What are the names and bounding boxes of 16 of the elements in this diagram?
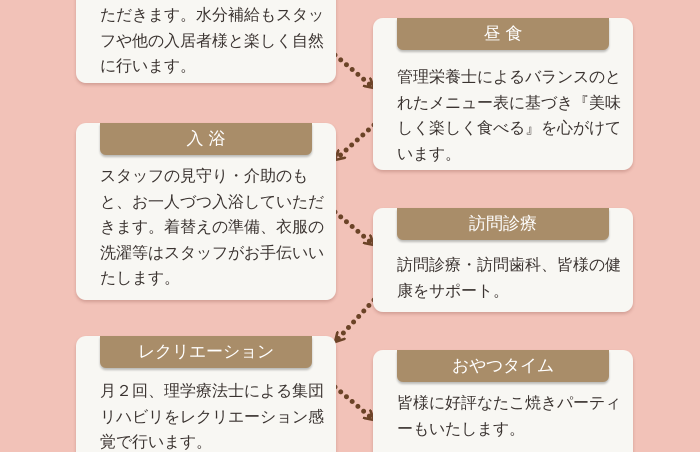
- info-card: [373, 350, 633, 452]
- info-card: [76, 336, 336, 452]
- description-text: ただきます。水分補給もスタッフや他の入居者様と楽しく自然に行います。: [100, 4, 325, 77]
- heading-tab: 訪問診療: [397, 208, 609, 240]
- description-text: スタッフの見守り・介助のもと、お一人づつ入浴していただきます。着替えの準備、衣服の洗濯等はスタッフがお手伝いいたします。: [100, 165, 325, 289]
- description-text: 皆様に好評なたこ焼きパーティーもいたします。: [397, 392, 622, 440]
- info-card: [373, 18, 633, 170]
- heading-tab: 昼 食: [397, 18, 609, 50]
- info-card: [76, 123, 336, 300]
- heading-tab: 入 浴: [100, 123, 312, 155]
- description-text: 月２回、理学療法士による集団リハビリをレクリエーション感覚で行います。: [100, 380, 325, 452]
- description-text: 訪問診療・訪問歯科、皆様の健康をサポート。: [397, 254, 622, 302]
- description-text: 管理栄養士によるバランスのとれたメニュー表に基づき『美味しく楽しく食べる』を心がけています。: [397, 66, 622, 164]
- heading-tab: おやつタイム: [397, 350, 609, 382]
- info-card: [373, 208, 633, 312]
- heading-tab: レクリエーション: [100, 336, 312, 368]
